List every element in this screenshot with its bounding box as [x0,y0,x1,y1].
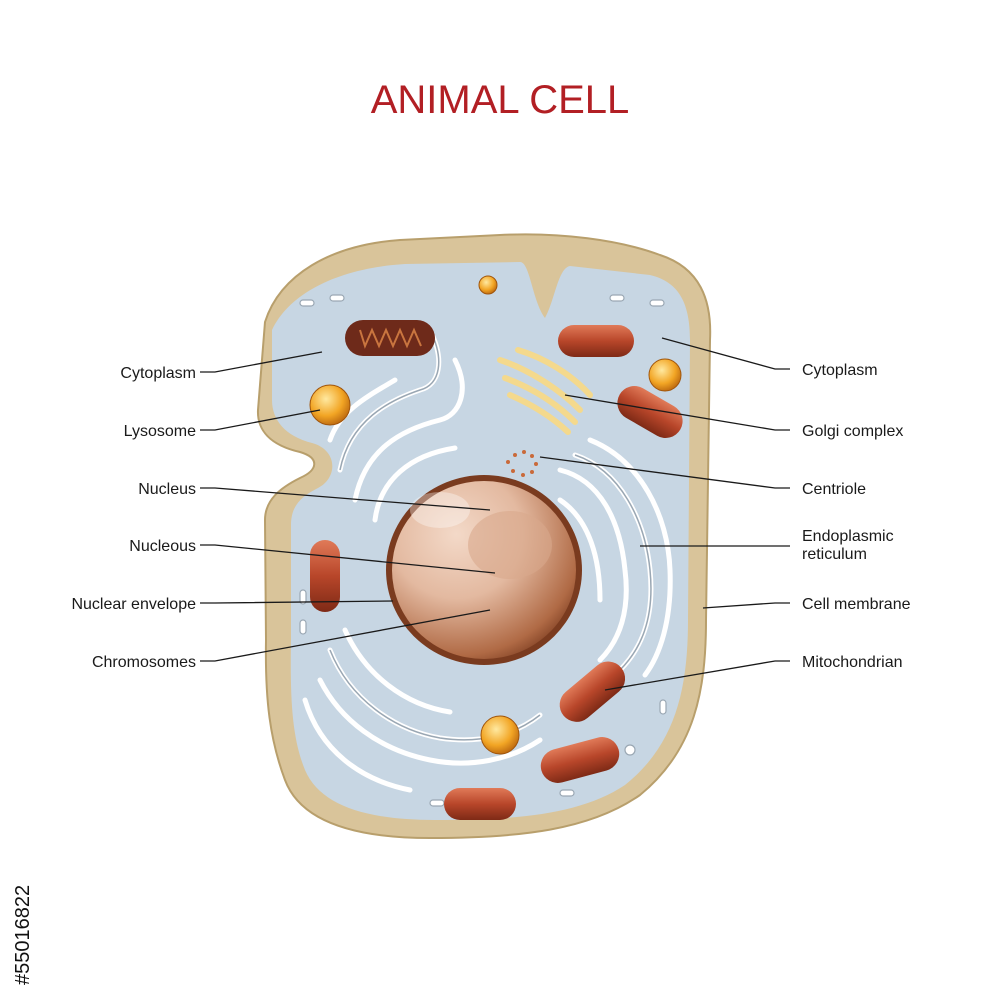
stock-id-text: #55016822 [12,884,34,985]
vesicles [299,294,667,807]
label-reticulum: reticulum [802,546,867,563]
label-nuclear-envelope: Nuclear envelope [71,596,196,613]
centriole-shape [506,450,538,477]
label-cytoplasm-right: Cytoplasm [802,362,878,379]
lysosomes [309,275,682,755]
label-golgi-complex: Golgi complex [802,423,903,440]
label-endoplasmic: Endoplasmic [802,528,894,545]
diagram-title: ANIMAL CELL [370,78,630,122]
label-centriole: Centriole [802,481,866,498]
label-mitochondrian: Mitochondrian [802,654,903,671]
label-cytoplasm-left: Cytoplasm [120,365,196,382]
label-lysosome: Lysosome [124,423,196,440]
mitochondria [310,320,683,820]
golgi-complex-shape [497,347,593,435]
stock-id-watermark: #55016822 [8,790,38,990]
nucleus-shape [386,475,582,665]
label-chromosomes: Chromosomes [92,654,196,671]
label-cell-membrane: Cell membrane [802,596,911,613]
label-nucleus: Nucleus [138,481,196,498]
label-nucleous: Nucleous [129,538,196,555]
leader-lines [200,337,790,691]
